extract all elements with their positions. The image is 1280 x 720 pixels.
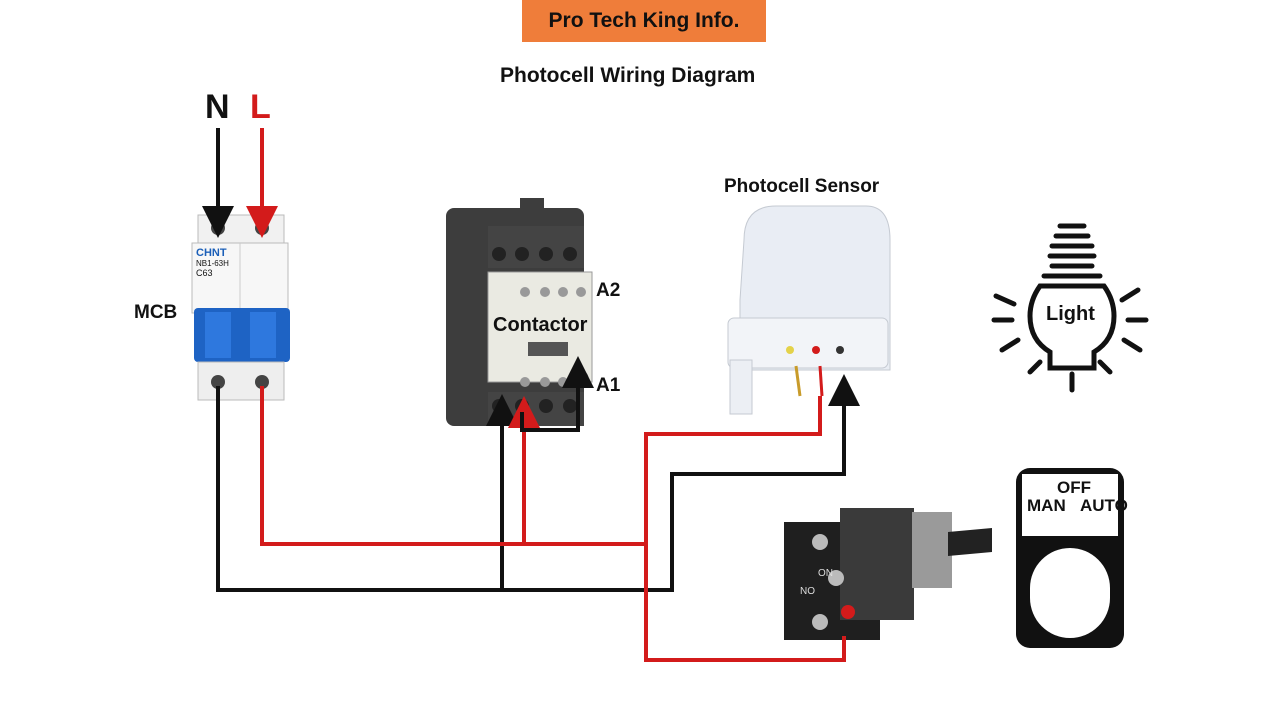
switch-contact-a-text: NO <box>818 566 833 577</box>
mcb-label: MCB <box>134 302 178 323</box>
line-label: L <box>250 88 271 126</box>
neutral-label: N <box>205 88 230 126</box>
man-label: MAN <box>1027 496 1066 515</box>
mcb-rating-text: C63 <box>196 268 213 278</box>
mcb-model-text: NB1-63H <box>196 259 229 268</box>
photocell-sensor <box>727 205 891 415</box>
neutral-wires <box>202 128 860 592</box>
channel-banner: Pro Tech King Info. <box>522 0 766 42</box>
diagram-title: Photocell Wiring Diagram <box>500 64 756 87</box>
photocell-label: Photocell Sensor <box>724 176 880 197</box>
coil-wire <box>520 356 594 432</box>
contactor-device <box>446 198 593 426</box>
selector-legend-plate <box>1016 468 1124 648</box>
a2-terminal-label: A2 <box>596 280 621 301</box>
line-wires <box>246 128 846 662</box>
off-label: OFF <box>1057 478 1091 497</box>
auto-label: AUTO <box>1080 496 1128 515</box>
mcb-brand-text: CHNT <box>196 247 227 259</box>
contactor-label: Contactor <box>493 314 588 336</box>
light-bulb-icon <box>991 223 1149 393</box>
selector-switch <box>784 508 992 640</box>
light-label: Light <box>1046 303 1095 325</box>
switch-contact-b-text: NO <box>800 586 815 597</box>
mcb-breaker <box>191 214 290 401</box>
a1-terminal-label: A1 <box>596 375 621 396</box>
